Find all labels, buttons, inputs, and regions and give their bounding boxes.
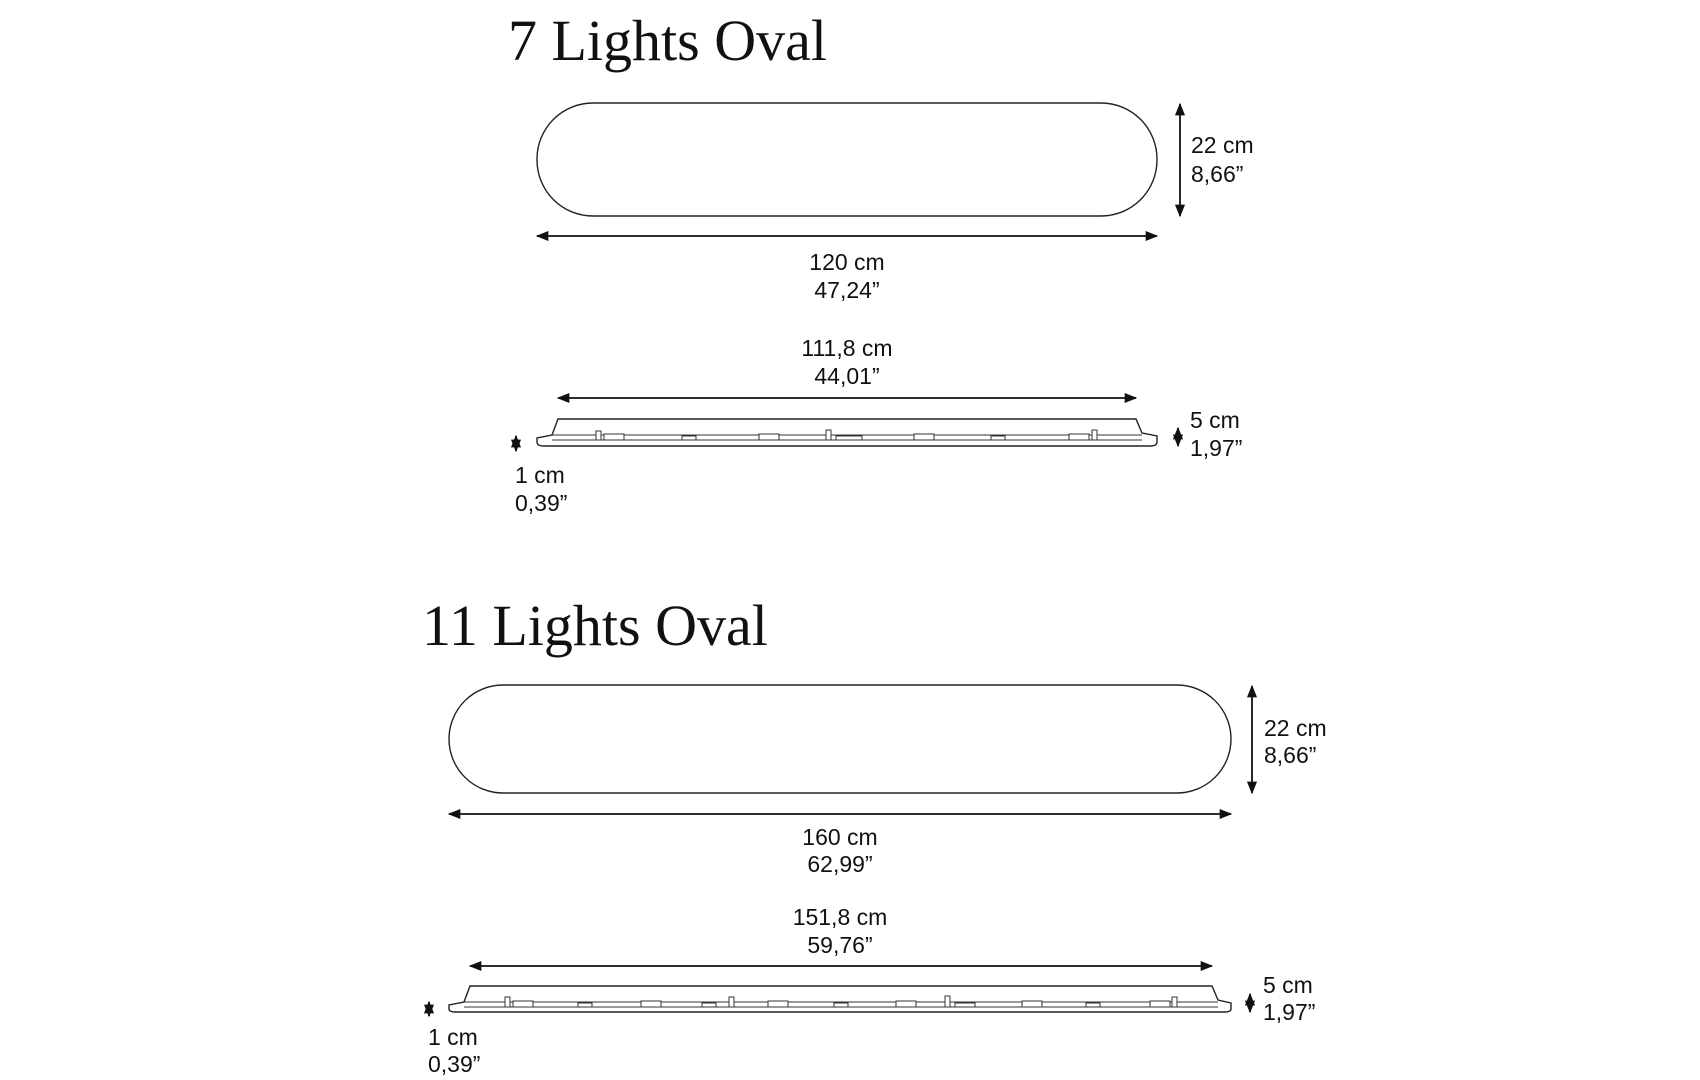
side-height-cm-label: 5 cm [1263,972,1313,998]
height-cm-label: 22 cm [1264,715,1327,741]
side-view-profile [448,985,1232,1013]
width-in-label: 62,99” [807,851,872,877]
top-view-outline [536,102,1158,217]
width-cm-label: 160 cm [802,824,877,850]
model-title: 11 Lights Oval [422,593,768,658]
side-height-in-label: 1,97” [1190,435,1242,461]
height-in-label: 8,66” [1191,161,1243,187]
inner-width-in-label: 59,76” [807,932,872,958]
base-cm-label: 1 cm [515,462,565,488]
base-cm-label: 1 cm [428,1024,478,1050]
model-11-lights: 11 Lights Oval 22 cm 8,66” 160 cm 62,99”… [422,593,1327,1077]
inner-width-in-label: 44,01” [814,363,879,389]
top-view-outline [448,684,1232,794]
base-in-label: 0,39” [515,490,567,516]
width-cm-label: 120 cm [809,249,884,275]
side-height-cm-label: 5 cm [1190,407,1240,433]
base-in-label: 0,39” [428,1051,480,1077]
side-view-profile [536,418,1158,447]
model-7-lights: 7 Lights Oval 22 cm 8,66” 120 cm 47,24” … [508,8,1254,516]
inner-width-cm-label: 151,8 cm [793,904,888,930]
model-title: 7 Lights Oval [508,8,827,73]
side-height-in-label: 1,97” [1263,999,1315,1025]
height-in-label: 8,66” [1264,742,1316,768]
width-in-label: 47,24” [814,277,879,303]
inner-width-cm-label: 111,8 cm [801,335,892,361]
height-cm-label: 22 cm [1191,132,1254,158]
